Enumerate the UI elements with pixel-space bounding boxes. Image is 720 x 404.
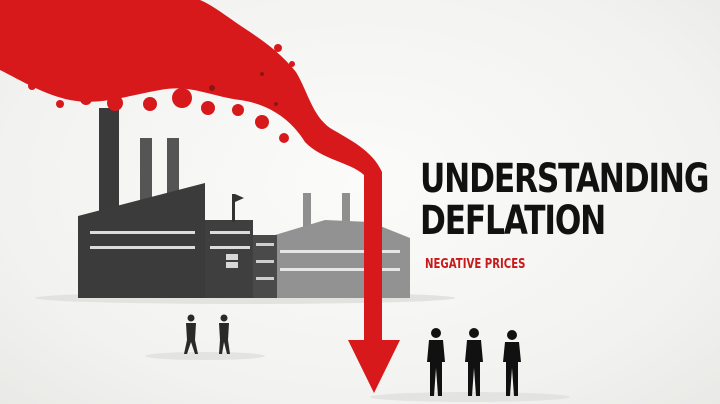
people-silhouettes-right [427,328,521,396]
left-people-shadow [145,352,265,360]
factory-light-wing [275,193,410,298]
factory-icon [78,108,277,298]
headline: UNDERSTANDING DEFLATION [420,158,720,242]
smoke-plume [0,0,382,200]
right-people-shadow [370,392,570,402]
down-arrow-icon [348,195,400,393]
headline-line-1: UNDERSTANDING [420,156,709,202]
people-silhouettes-left [184,314,230,354]
subheading: NEGATIVE PRICES [425,257,526,272]
headline-line-2: DEFLATION [420,198,606,244]
